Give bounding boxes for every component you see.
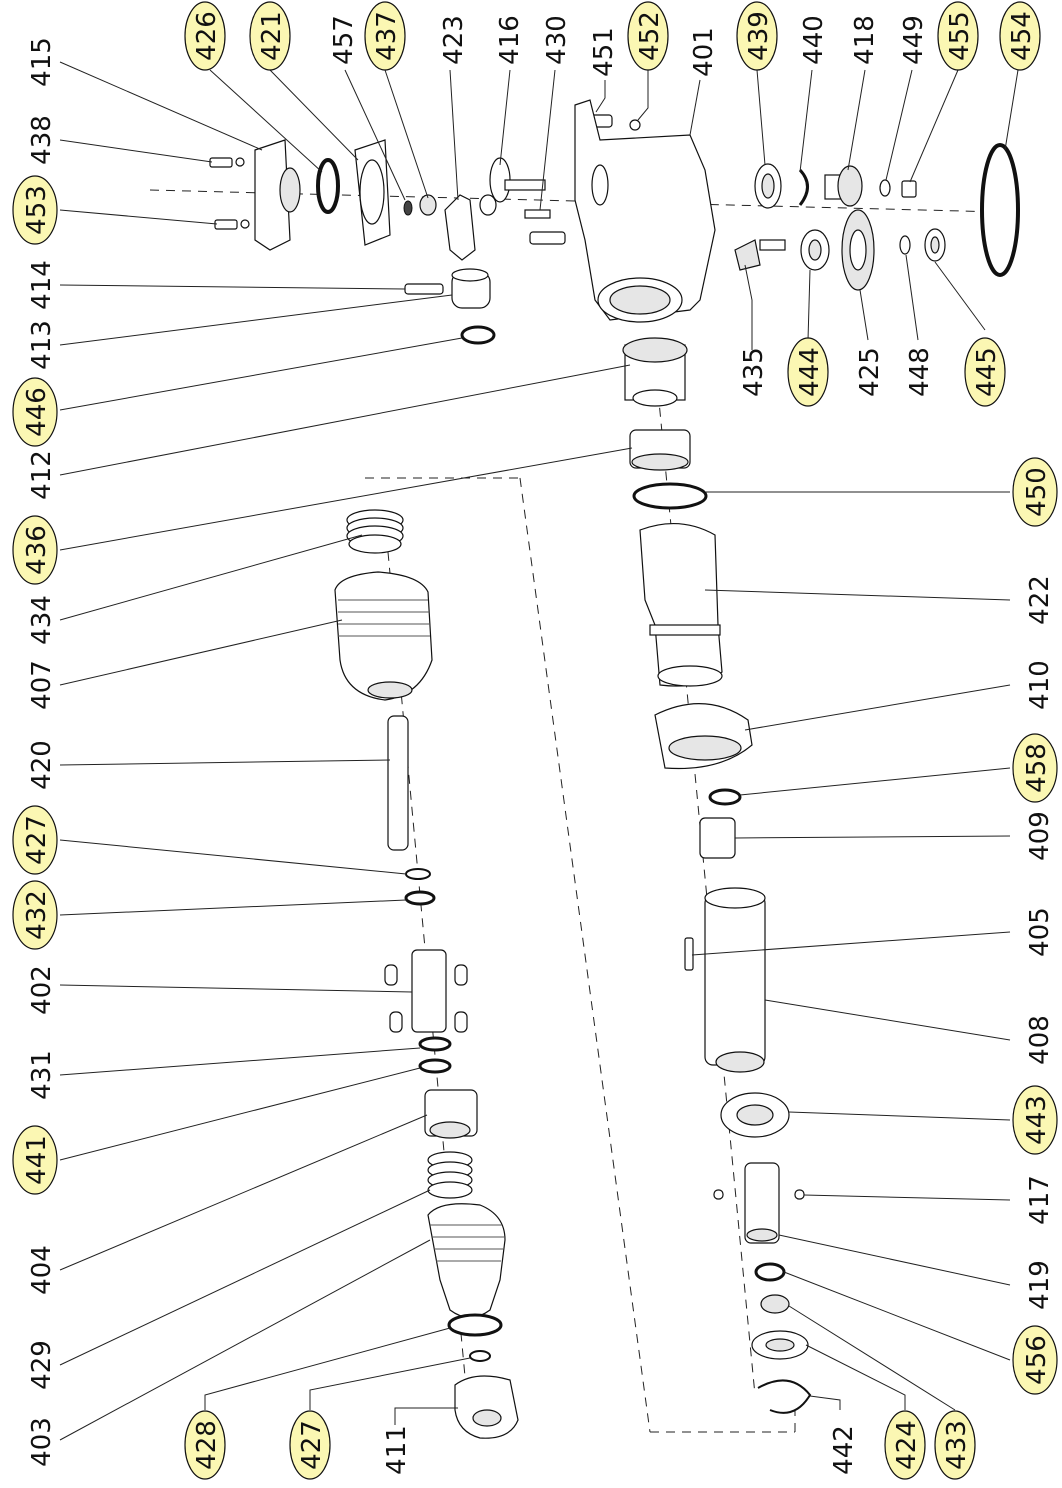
pin-icon xyxy=(404,283,444,295)
barrel-icon xyxy=(704,894,766,1066)
label-418: 418 xyxy=(850,15,880,65)
label-424: 424 xyxy=(892,1420,922,1470)
label-433: 433 xyxy=(942,1420,972,1470)
label-423: 423 xyxy=(439,15,469,65)
parts-right-column xyxy=(632,482,812,1414)
label-455: 455 xyxy=(945,11,975,61)
parts-gear-housing xyxy=(574,99,1020,323)
label-405: 405 xyxy=(1025,907,1055,957)
label-456: 456 xyxy=(1022,1335,1052,1385)
label-427b: 427 xyxy=(297,1420,327,1470)
label-442: 442 xyxy=(829,1425,859,1475)
label-413: 413 xyxy=(27,320,57,370)
connecting-rod-icon xyxy=(444,194,476,261)
label-451: 451 xyxy=(589,27,619,77)
label-432: 432 xyxy=(22,890,52,940)
label-426: 426 xyxy=(192,11,222,61)
circlip-icon xyxy=(757,1379,812,1414)
labels-upper-right: 435 444 425 448 445 xyxy=(739,337,1006,407)
label-417: 417 xyxy=(1025,1175,1055,1225)
label-448: 448 xyxy=(905,347,935,397)
label-430: 430 xyxy=(542,15,572,65)
label-452: 452 xyxy=(635,11,665,61)
label-411: 411 xyxy=(382,1425,412,1475)
part-end-plate xyxy=(254,139,291,251)
labels-top-edge: 426 421 457 437 423 416 430 451 452 401 … xyxy=(184,1,1041,77)
large-ring-icon xyxy=(632,482,708,510)
labels-bottom-right: 442 424 433 xyxy=(829,1410,976,1480)
label-407: 407 xyxy=(27,660,57,710)
label-428: 428 xyxy=(192,1420,222,1470)
label-429: 429 xyxy=(27,1340,57,1390)
label-419: 419 xyxy=(1025,1260,1055,1310)
label-458: 458 xyxy=(1022,743,1052,793)
screw-icon xyxy=(209,157,250,230)
label-437: 437 xyxy=(372,11,402,61)
gear-housing-icon xyxy=(574,99,716,321)
label-435: 435 xyxy=(739,347,769,397)
tool-holder-icon xyxy=(411,949,447,1033)
label-416: 416 xyxy=(495,15,525,65)
label-457: 457 xyxy=(329,15,359,65)
end-cap-icon xyxy=(454,1375,519,1439)
label-440: 440 xyxy=(799,15,829,65)
shaft-icon xyxy=(387,715,409,851)
label-401: 401 xyxy=(689,27,719,77)
parts-top-left xyxy=(209,114,641,345)
label-414: 414 xyxy=(27,260,57,310)
label-453: 453 xyxy=(22,185,52,235)
label-427a: 427 xyxy=(22,815,52,865)
label-409: 409 xyxy=(1025,811,1055,861)
spring-icon xyxy=(346,509,404,554)
gear-icon xyxy=(837,165,863,207)
spring-icon-2 xyxy=(427,1151,473,1199)
label-420: 420 xyxy=(27,740,57,790)
label-402: 402 xyxy=(27,965,57,1015)
label-436: 436 xyxy=(22,525,52,575)
label-434: 434 xyxy=(27,595,57,645)
label-443: 443 xyxy=(1022,1095,1052,1145)
label-403: 403 xyxy=(27,1417,57,1467)
label-408: 408 xyxy=(1025,1015,1055,1065)
label-441: 441 xyxy=(22,1135,52,1185)
ring-icon xyxy=(460,325,496,345)
label-445: 445 xyxy=(972,347,1002,397)
label-446: 446 xyxy=(22,387,52,437)
label-431: 431 xyxy=(27,1050,57,1100)
label-450: 450 xyxy=(1022,467,1052,517)
label-404: 404 xyxy=(27,1245,57,1295)
bevel-gear-icon xyxy=(734,239,761,271)
o-ring-icon xyxy=(316,158,340,214)
parts-left-column xyxy=(334,337,691,1439)
label-439: 439 xyxy=(744,11,774,61)
label-454: 454 xyxy=(1007,11,1037,61)
label-421: 421 xyxy=(257,11,287,61)
label-422: 422 xyxy=(1025,575,1055,625)
leader-lines xyxy=(59,61,1019,1441)
labels-bottom-left: 428 427 411 xyxy=(184,1410,412,1480)
cylinder-icon xyxy=(639,522,723,687)
label-444: 444 xyxy=(795,347,825,397)
large-o-ring-icon xyxy=(980,143,1020,277)
label-438: 438 xyxy=(27,115,57,165)
label-415: 415 xyxy=(27,37,57,87)
labels-left-edge: 415 438 453 414 413 446 412 436 434 407 … xyxy=(12,37,58,1467)
label-449: 449 xyxy=(899,15,929,65)
labels-right-edge: 450 422 410 458 409 405 408 443 417 419 … xyxy=(1012,457,1058,1395)
label-425: 425 xyxy=(855,347,885,397)
label-412: 412 xyxy=(27,450,57,500)
label-410: 410 xyxy=(1025,660,1055,710)
